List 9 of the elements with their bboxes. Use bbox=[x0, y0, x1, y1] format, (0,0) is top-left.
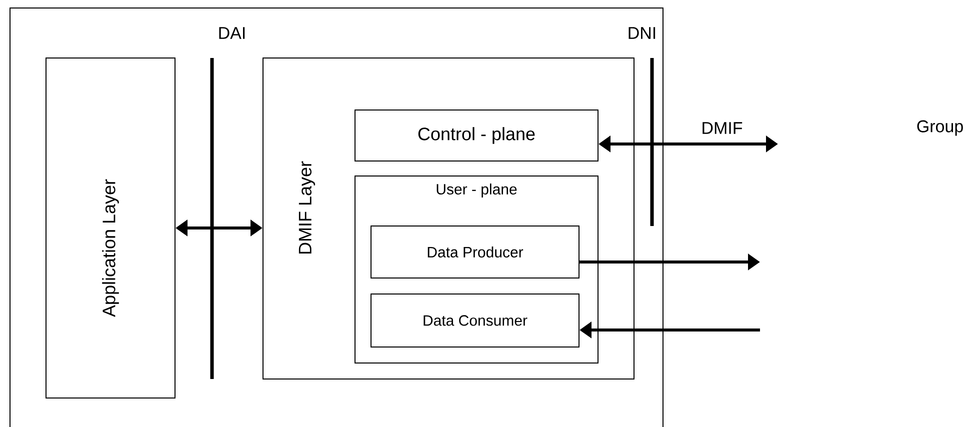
frame-box bbox=[10, 8, 664, 427]
interface-label: DAI bbox=[219, 27, 245, 39]
layer-box: Application Layer bbox=[46, 58, 176, 398]
interface-label: Group bbox=[917, 120, 963, 136]
interface-label: DMIF bbox=[702, 122, 742, 134]
plane-box: Control - plane bbox=[354, 110, 598, 162]
module-box: Data Consumer bbox=[370, 293, 580, 348]
module-box: Data Producer bbox=[370, 225, 580, 278]
interface-label: DNI bbox=[628, 27, 656, 39]
